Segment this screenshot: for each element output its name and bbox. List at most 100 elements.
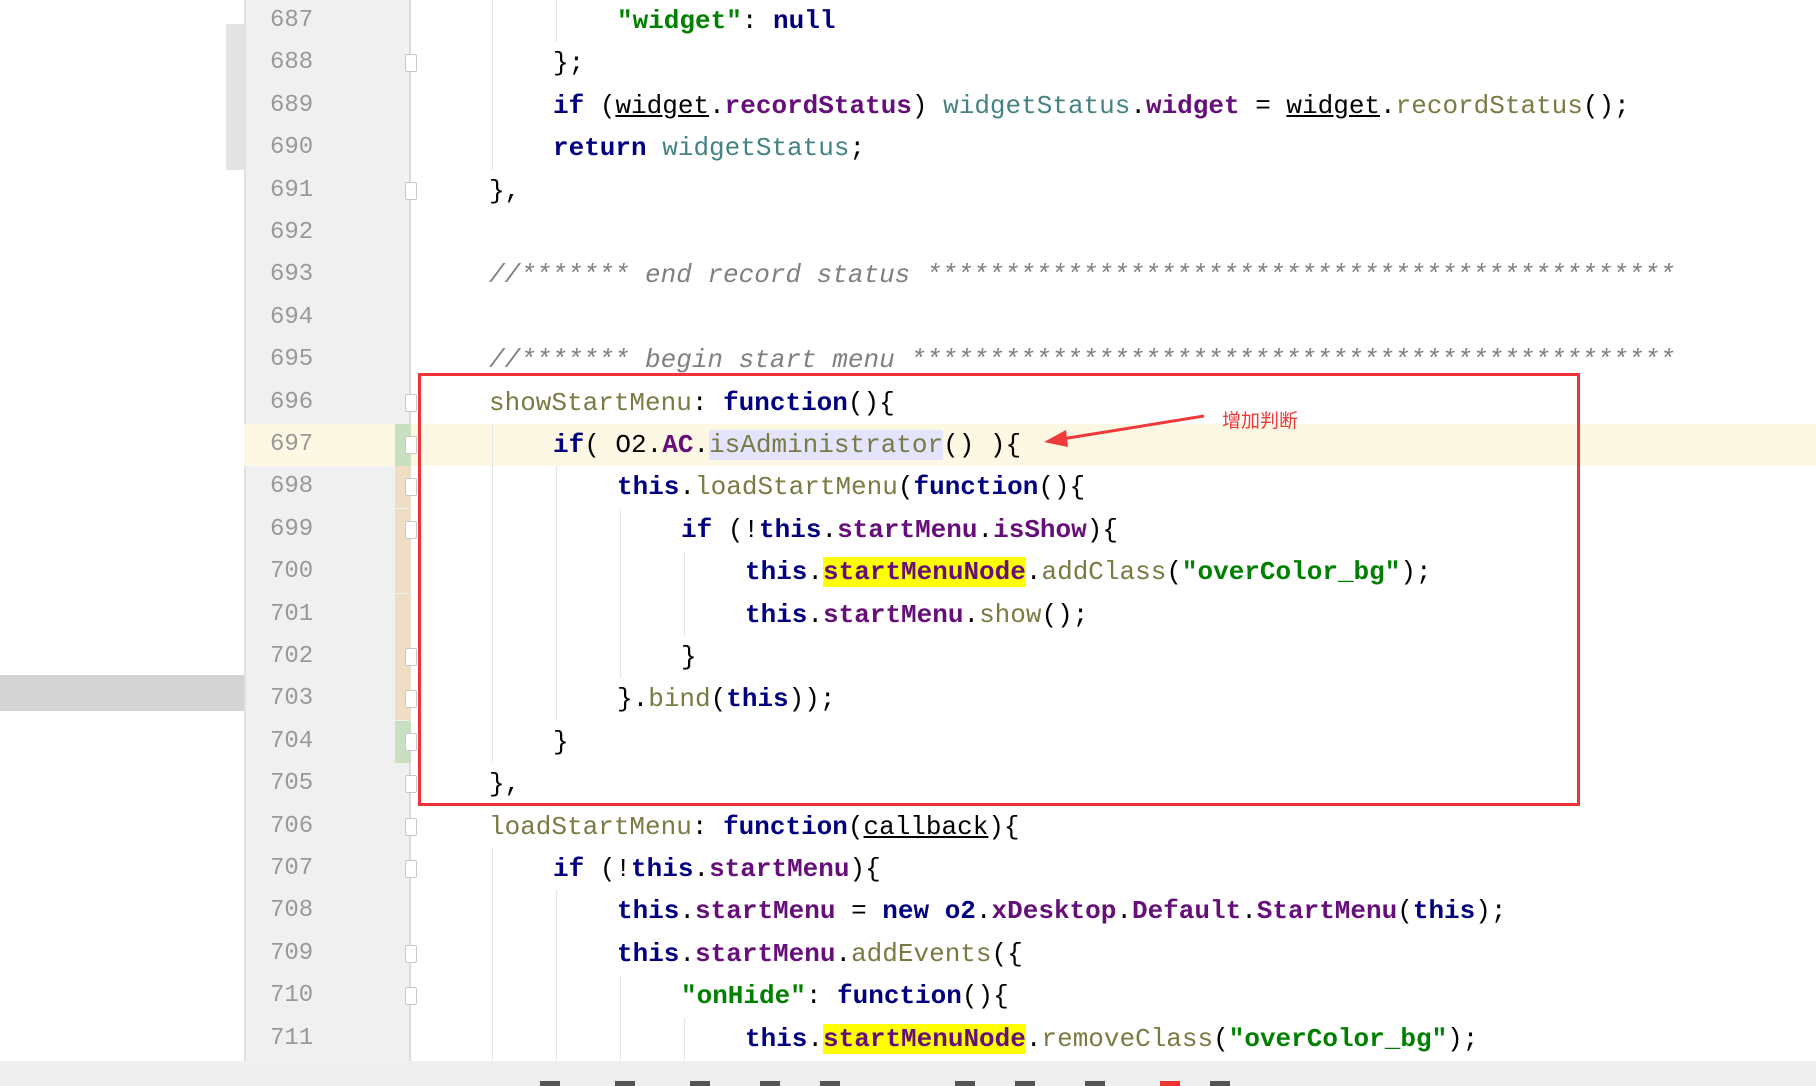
code-text: =: [1239, 90, 1287, 121]
code-text: (: [1397, 896, 1413, 927]
change-marker-modified[interactable]: [395, 593, 411, 636]
annotation-highlight-box: [418, 373, 1580, 806]
indent-guide: [492, 593, 493, 636]
fold-icon[interactable]: [405, 690, 417, 709]
code-content: if (widget.recordStatus) widgetStatus.wi…: [553, 85, 1630, 127]
bottom-toolbar: [0, 1061, 1816, 1086]
code-text: :: [691, 387, 724, 418]
fold-icon[interactable]: [405, 181, 417, 200]
code-text: .: [975, 896, 992, 927]
fold-icon[interactable]: [405, 817, 417, 836]
fold-icon[interactable]: [405, 54, 417, 73]
indent-guide: [492, 975, 493, 1018]
method-name: addClass: [1041, 557, 1167, 588]
code-text: :: [805, 981, 838, 1012]
fold-icon[interactable]: [405, 944, 417, 963]
code-content: this.startMenuNode.removeClass("overColo…: [745, 1018, 1478, 1060]
fold-icon[interactable]: [405, 987, 417, 1006]
indent-guide: [492, 636, 493, 679]
toolbar-icon[interactable]: [1085, 1081, 1105, 1086]
panel-selected-item[interactable]: [0, 675, 244, 711]
toolbar-icon[interactable]: [820, 1081, 840, 1086]
change-marker-modified[interactable]: [395, 551, 411, 594]
code-content: if (!this.startMenu){: [553, 848, 881, 890]
indent-guide: [492, 678, 493, 721]
line-number: 703: [270, 685, 314, 713]
indent-guide: [492, 551, 493, 594]
fold-icon[interactable]: [405, 648, 417, 666]
line-number-gutter: [244, 0, 411, 1061]
indent-guide: [620, 551, 621, 594]
fold-icon[interactable]: [405, 436, 417, 454]
fold-icon[interactable]: [405, 478, 417, 497]
keyword: this: [1412, 896, 1476, 927]
fold-icon[interactable]: [405, 860, 417, 878]
keyword: this: [759, 514, 822, 545]
indent-guide: [556, 932, 557, 976]
code-content: //******* end record status ************…: [489, 254, 1675, 296]
change-marker-modified[interactable]: [395, 678, 411, 721]
toolbar-icon[interactable]: [760, 1081, 780, 1086]
code-content: this.loadStartMenu(function(){: [617, 466, 1085, 508]
code-text: ( O2.: [584, 430, 663, 460]
method-name: bind: [648, 684, 711, 715]
line-number: 708: [270, 897, 314, 925]
code-text: },: [489, 769, 521, 800]
comment: //******* end record status ************…: [489, 260, 1675, 291]
field: xDesktop: [991, 896, 1117, 927]
method-name: showStartMenu: [489, 387, 692, 418]
fold-icon[interactable]: [405, 393, 417, 412]
toolbar-icon[interactable]: [615, 1081, 635, 1086]
code-text: ({: [991, 938, 1023, 969]
indent-guide: [556, 1017, 557, 1060]
code-text: }: [553, 726, 569, 757]
indent-guide: [492, 84, 493, 128]
code-text: );: [1447, 1023, 1479, 1054]
toolbar-icon[interactable]: [1160, 1081, 1180, 1086]
code-text: ();: [1582, 90, 1630, 121]
fold-icon[interactable]: [405, 775, 417, 794]
keyword: return: [553, 133, 647, 164]
indent-guide: [556, 678, 557, 721]
line-number: 695: [270, 346, 314, 374]
change-marker-added[interactable]: [395, 424, 411, 466]
toolbar-icon[interactable]: [1210, 1081, 1230, 1086]
code-text: .: [835, 938, 852, 969]
keyword: if: [553, 430, 585, 460]
code-text: .: [679, 896, 696, 927]
code-text: ();: [1041, 599, 1089, 630]
change-marker-modified[interactable]: [395, 466, 411, 509]
code-content: //******* begin start menu *************…: [489, 339, 1675, 381]
keyword: this: [617, 896, 680, 927]
code-text: (: [1166, 557, 1182, 588]
keyword: if: [553, 90, 585, 121]
code-line[interactable]: [244, 424, 1816, 466]
line-number: 702: [270, 643, 314, 670]
field: startMenu: [709, 854, 850, 884]
keyword: function: [837, 981, 962, 1012]
method-name: loadStartMenu: [695, 472, 898, 503]
method-name: loadStartMenu: [489, 811, 692, 842]
panel-scrollbar[interactable]: [226, 24, 244, 170]
indent-guide: [492, 424, 493, 467]
line-number: 688: [270, 49, 314, 77]
change-marker-added[interactable]: [395, 720, 411, 763]
line-number: 711: [270, 1024, 314, 1052]
method-name: addEvents: [851, 938, 992, 969]
code-text: .: [807, 557, 824, 588]
change-marker-modified[interactable]: [395, 508, 411, 551]
code-text: ;: [849, 133, 866, 164]
fold-icon[interactable]: [405, 732, 417, 751]
code-text: };: [553, 48, 585, 79]
code-content: "onHide": function(){: [681, 975, 1009, 1017]
code-text: .: [963, 599, 980, 630]
toolbar-icon[interactable]: [690, 1081, 710, 1086]
change-marker-modified[interactable]: [395, 636, 411, 678]
code-text: .: [693, 854, 710, 884]
indent-guide: [620, 975, 621, 1018]
toolbar-icon[interactable]: [540, 1081, 560, 1086]
toolbar-icon[interactable]: [955, 1081, 975, 1086]
fold-icon[interactable]: [405, 520, 417, 539]
toolbar-icon[interactable]: [1015, 1081, 1035, 1086]
